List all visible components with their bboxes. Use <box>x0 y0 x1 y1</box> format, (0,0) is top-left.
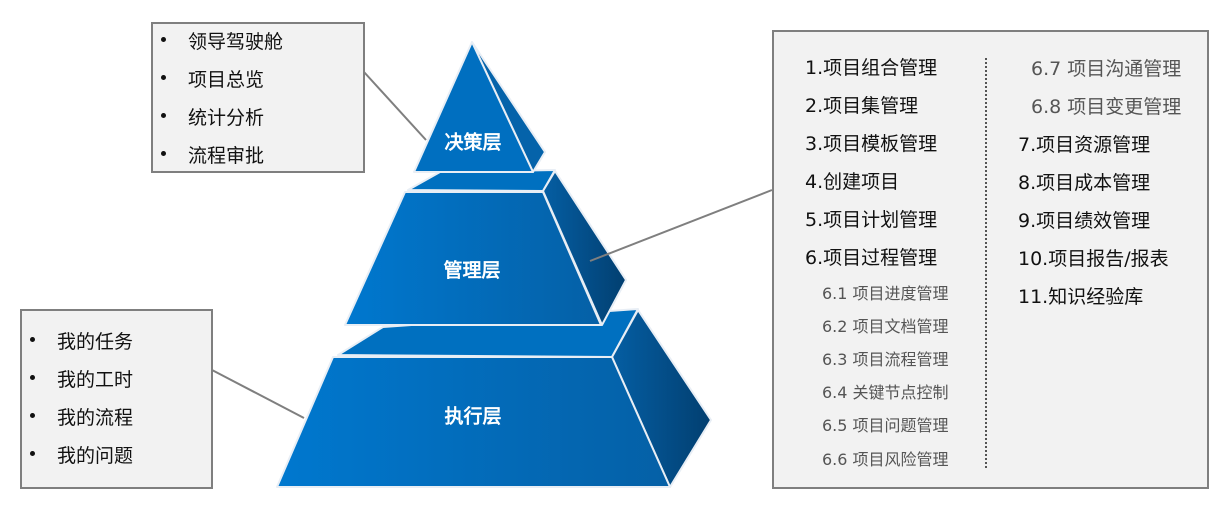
sub-item: 6.1 项目进度管理 <box>822 284 949 303</box>
management-box: 1.项目组合管理 2.项目集管理 3.项目模板管理 4.创建项目 5.项目计划管… <box>772 30 1209 489</box>
sub-item: 6.4 关键节点控制 <box>822 383 949 402</box>
decision-layer-label: 决策层 <box>444 131 502 154</box>
list-item: 5.项目计划管理 <box>805 209 938 231</box>
execution-box: 我的任务 我的工时 我的流程 我的问题 <box>20 309 213 489</box>
list-item: 11.知识经验库 <box>1018 286 1144 308</box>
list-item: 流程审批 <box>161 147 264 166</box>
list-item: 1.项目组合管理 <box>805 57 938 79</box>
sub-item: 6.3 项目流程管理 <box>822 350 949 369</box>
middle-tier-front <box>344 191 602 326</box>
decision-box: 领导驾驶舱 项目总览 统计分析 流程审批 <box>151 22 365 173</box>
management-layer-label: 管理层 <box>443 259 501 282</box>
connector-decision <box>363 71 427 141</box>
list-item: 8.项目成本管理 <box>1018 172 1151 194</box>
list-item: 统计分析 <box>161 109 264 128</box>
column-divider <box>985 58 987 468</box>
list-item: 我的工时 <box>30 371 133 390</box>
list-item: 3.项目模板管理 <box>805 133 938 155</box>
middle-tier-top-face <box>407 169 556 192</box>
list-item: 7.项目资源管理 <box>1018 134 1151 156</box>
top-tier-front <box>413 41 534 173</box>
list-item: 领导驾驶舱 <box>161 33 283 52</box>
sub-item: 6.7 项目沟通管理 <box>1031 58 1182 80</box>
execution-layer-label: 执行层 <box>444 405 502 428</box>
connector-management <box>589 189 773 262</box>
sub-item: 6.5 项目问题管理 <box>822 416 949 435</box>
list-item: 项目总览 <box>161 71 264 90</box>
list-item: 4.创建项目 <box>805 171 900 193</box>
list-item: 我的任务 <box>30 333 133 352</box>
list-item: 我的流程 <box>30 409 133 428</box>
list-item: 9.项目绩效管理 <box>1018 210 1151 232</box>
sub-item: 6.6 项目风险管理 <box>822 450 949 469</box>
bottom-tier-front <box>276 356 671 488</box>
connector-execution <box>211 369 305 419</box>
sub-item: 6.8 项目变更管理 <box>1031 96 1182 118</box>
list-item: 2.项目集管理 <box>805 95 919 117</box>
list-item: 我的问题 <box>30 447 133 466</box>
list-item: 6.项目过程管理 <box>805 247 938 269</box>
list-item: 10.项目报告/报表 <box>1018 248 1169 270</box>
sub-item: 6.2 项目文档管理 <box>822 317 949 336</box>
